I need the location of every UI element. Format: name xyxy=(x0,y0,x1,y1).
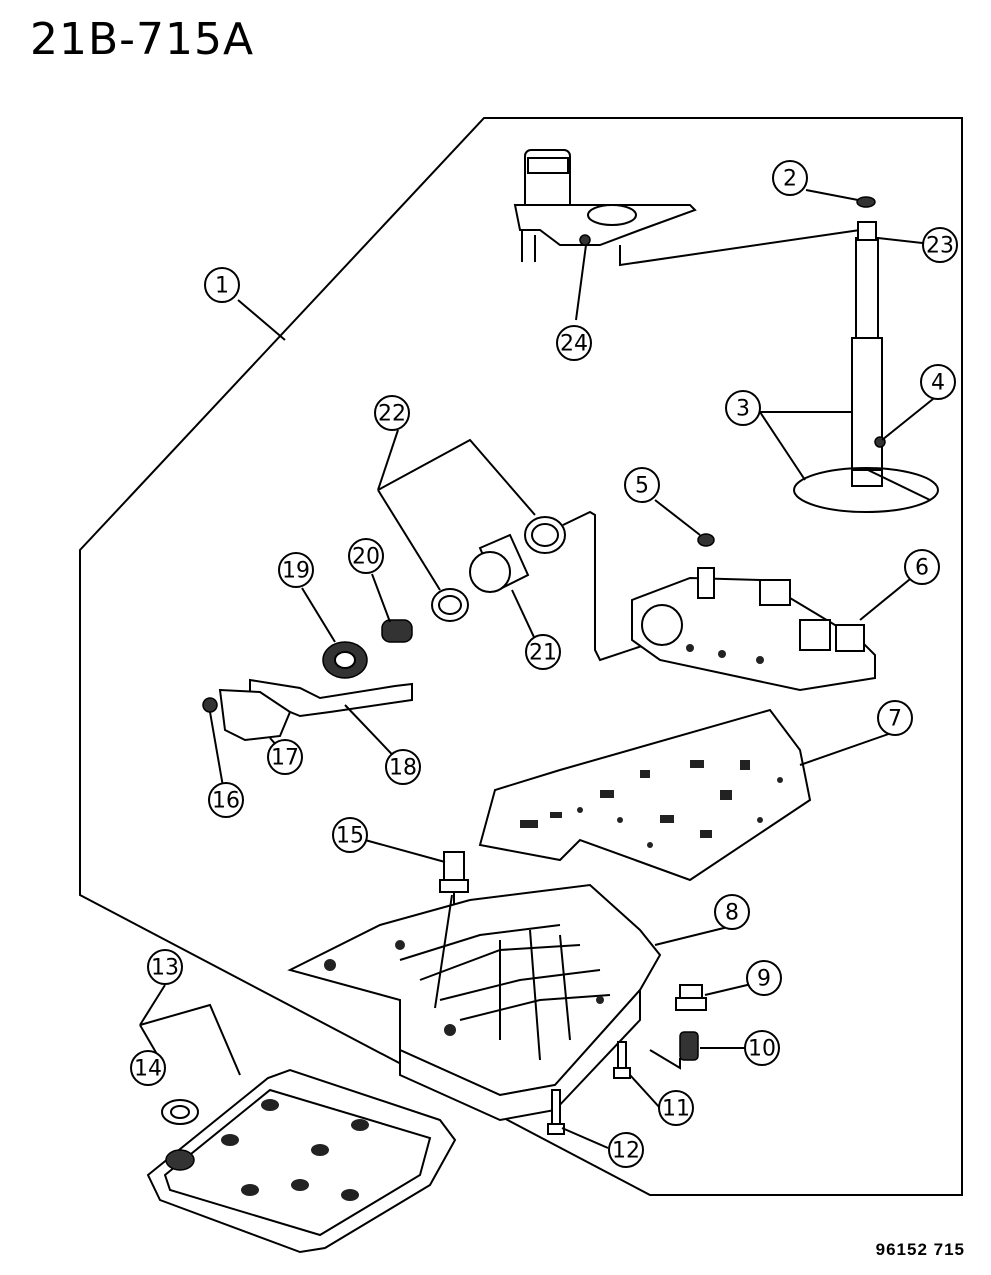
callout-label: 7 xyxy=(888,707,902,732)
callout-12: 12 xyxy=(608,1132,644,1168)
callout-label: 20 xyxy=(352,545,380,570)
cap-part xyxy=(856,196,876,208)
callout-label: 18 xyxy=(389,756,417,781)
callout-label: 21 xyxy=(529,641,557,666)
callout-label: 10 xyxy=(748,1037,776,1062)
callout-label: 9 xyxy=(757,967,771,992)
callout-9: 9 xyxy=(746,960,782,996)
callout-10: 10 xyxy=(744,1030,780,1066)
filter-seal-part xyxy=(161,1099,199,1125)
callout-24: 24 xyxy=(556,325,592,361)
callout-18: 18 xyxy=(385,749,421,785)
callout-label: 16 xyxy=(212,789,240,814)
inner-spring-part xyxy=(381,619,413,643)
reference-number: 96152 715 xyxy=(875,1240,965,1259)
callout-15: 15 xyxy=(332,817,368,853)
manual-shaft-part xyxy=(793,221,939,513)
callout-22: 22 xyxy=(374,395,410,431)
callout-19: 19 xyxy=(278,552,314,588)
assembly-outline xyxy=(79,117,963,1196)
callout-4: 4 xyxy=(920,364,956,400)
callout-label: 2 xyxy=(783,167,797,192)
callout-21: 21 xyxy=(525,634,561,670)
callout-label: 23 xyxy=(926,234,954,259)
separator-plate xyxy=(478,708,812,882)
lever-part xyxy=(202,678,413,742)
callout-label: 12 xyxy=(612,1139,640,1164)
callout-label: 15 xyxy=(336,824,364,849)
outer-spring-part xyxy=(322,641,368,679)
check-plug-part xyxy=(439,851,469,920)
callout-label: 24 xyxy=(560,332,588,357)
plunger-spring-part xyxy=(649,1031,699,1070)
callout-label: 22 xyxy=(378,402,406,427)
callout-6: 6 xyxy=(904,549,940,585)
callout-label: 13 xyxy=(151,956,179,981)
callout-7: 7 xyxy=(877,700,913,736)
callout-label: 3 xyxy=(736,397,750,422)
leader-lines xyxy=(139,189,941,1149)
callout-1: 1 xyxy=(204,267,240,303)
callout-20: 20 xyxy=(348,538,384,574)
callout-label: 6 xyxy=(915,556,929,581)
callout-14: 14 xyxy=(130,1050,166,1086)
callout-2: 2 xyxy=(772,160,808,196)
callout-16: 16 xyxy=(208,782,244,818)
callout-23: 23 xyxy=(922,227,958,263)
callout-3: 3 xyxy=(725,390,761,426)
callout-label: 8 xyxy=(725,901,739,926)
callout-label: 11 xyxy=(662,1097,690,1122)
short-bolt-part xyxy=(613,1041,631,1079)
callout-8: 8 xyxy=(714,894,750,930)
callout-label: 19 xyxy=(282,559,310,584)
callout-label: 14 xyxy=(134,1057,162,1082)
oil-filter-part xyxy=(146,1068,457,1254)
valve-body-upper xyxy=(631,533,876,692)
callout-17: 17 xyxy=(267,739,303,775)
callout-label: 1 xyxy=(215,274,229,299)
callout-5: 5 xyxy=(624,467,660,503)
diagram-code: 21B-715A xyxy=(30,14,255,65)
sensor-bracket-part xyxy=(513,149,861,267)
valve-body-lower xyxy=(287,883,662,1122)
plunger-part xyxy=(675,984,707,1011)
callout-label: 5 xyxy=(635,474,649,499)
callout-11: 11 xyxy=(658,1090,694,1126)
callout-13: 13 xyxy=(147,949,183,985)
servo-seal-rings xyxy=(431,510,661,662)
callout-label: 4 xyxy=(931,371,945,396)
callout-label: 17 xyxy=(271,746,299,771)
